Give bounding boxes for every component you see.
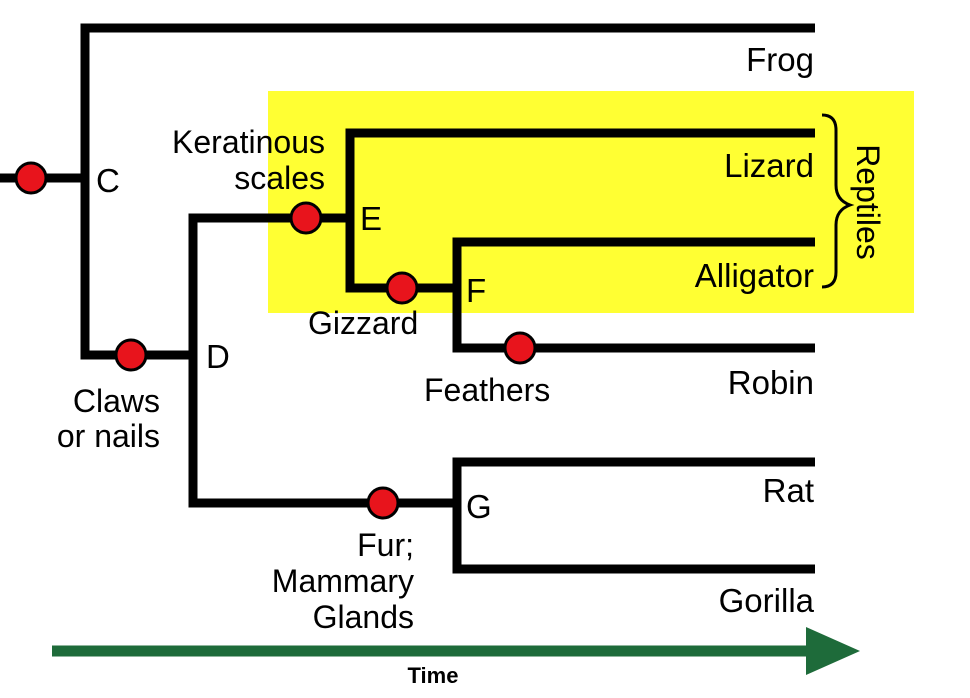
trait-label-feathers: Feathers xyxy=(424,372,550,408)
taxon-alligator: Alligator xyxy=(695,257,814,294)
branch-f-robin xyxy=(452,288,815,353)
branch-c-frog xyxy=(80,23,815,178)
trait-marker-fur xyxy=(366,486,400,520)
trait-label-gizzard: Gizzard xyxy=(308,305,418,341)
reptiles-brace xyxy=(821,113,855,289)
trait-label-claws-2: or nails xyxy=(57,418,160,454)
reptiles-highlight xyxy=(268,91,914,313)
group-label-reptiles: Reptiles xyxy=(850,144,886,260)
time-label: Time xyxy=(408,663,459,688)
trait-label-fur-1: Fur; xyxy=(357,527,414,563)
taxon-rat: Rat xyxy=(763,472,814,509)
trait-marker-claws xyxy=(114,338,148,372)
node-label-e: E xyxy=(360,200,382,237)
trait-marker-feathers xyxy=(503,331,537,365)
taxon-lizard: Lizard xyxy=(724,147,814,184)
time-arrow xyxy=(52,627,860,675)
branch-e-lizard xyxy=(345,128,815,218)
trait-label-keratinous-1: Keratinous xyxy=(172,124,325,160)
node-label-d: D xyxy=(206,338,230,375)
trait-label-fur-2: Mammary xyxy=(272,563,414,599)
branch-f-alligator xyxy=(452,237,815,288)
node-label-c: C xyxy=(96,162,120,199)
trait-markers xyxy=(14,161,537,520)
trait-marker-root xyxy=(14,161,48,195)
branch-g-gorilla xyxy=(452,503,815,574)
taxon-frog: Frog xyxy=(746,41,814,78)
branch-g-rat xyxy=(452,457,815,503)
trait-label-fur-3: Glands xyxy=(313,599,414,635)
trait-marker-keratinous xyxy=(289,201,323,235)
trait-label-keratinous-2: scales xyxy=(234,160,325,196)
branch-e-f xyxy=(345,218,457,293)
branch-c-d xyxy=(80,178,193,360)
trait-label-claws-1: Claws xyxy=(73,383,160,419)
tree-branches xyxy=(0,23,815,574)
taxon-robin: Robin xyxy=(728,364,814,401)
trait-marker-gizzard xyxy=(385,271,419,305)
taxon-gorilla: Gorilla xyxy=(719,582,815,619)
node-label-f: F xyxy=(466,272,486,309)
node-label-g: G xyxy=(466,488,492,525)
branch-d-g xyxy=(188,355,457,508)
time-arrow-head xyxy=(806,627,860,675)
